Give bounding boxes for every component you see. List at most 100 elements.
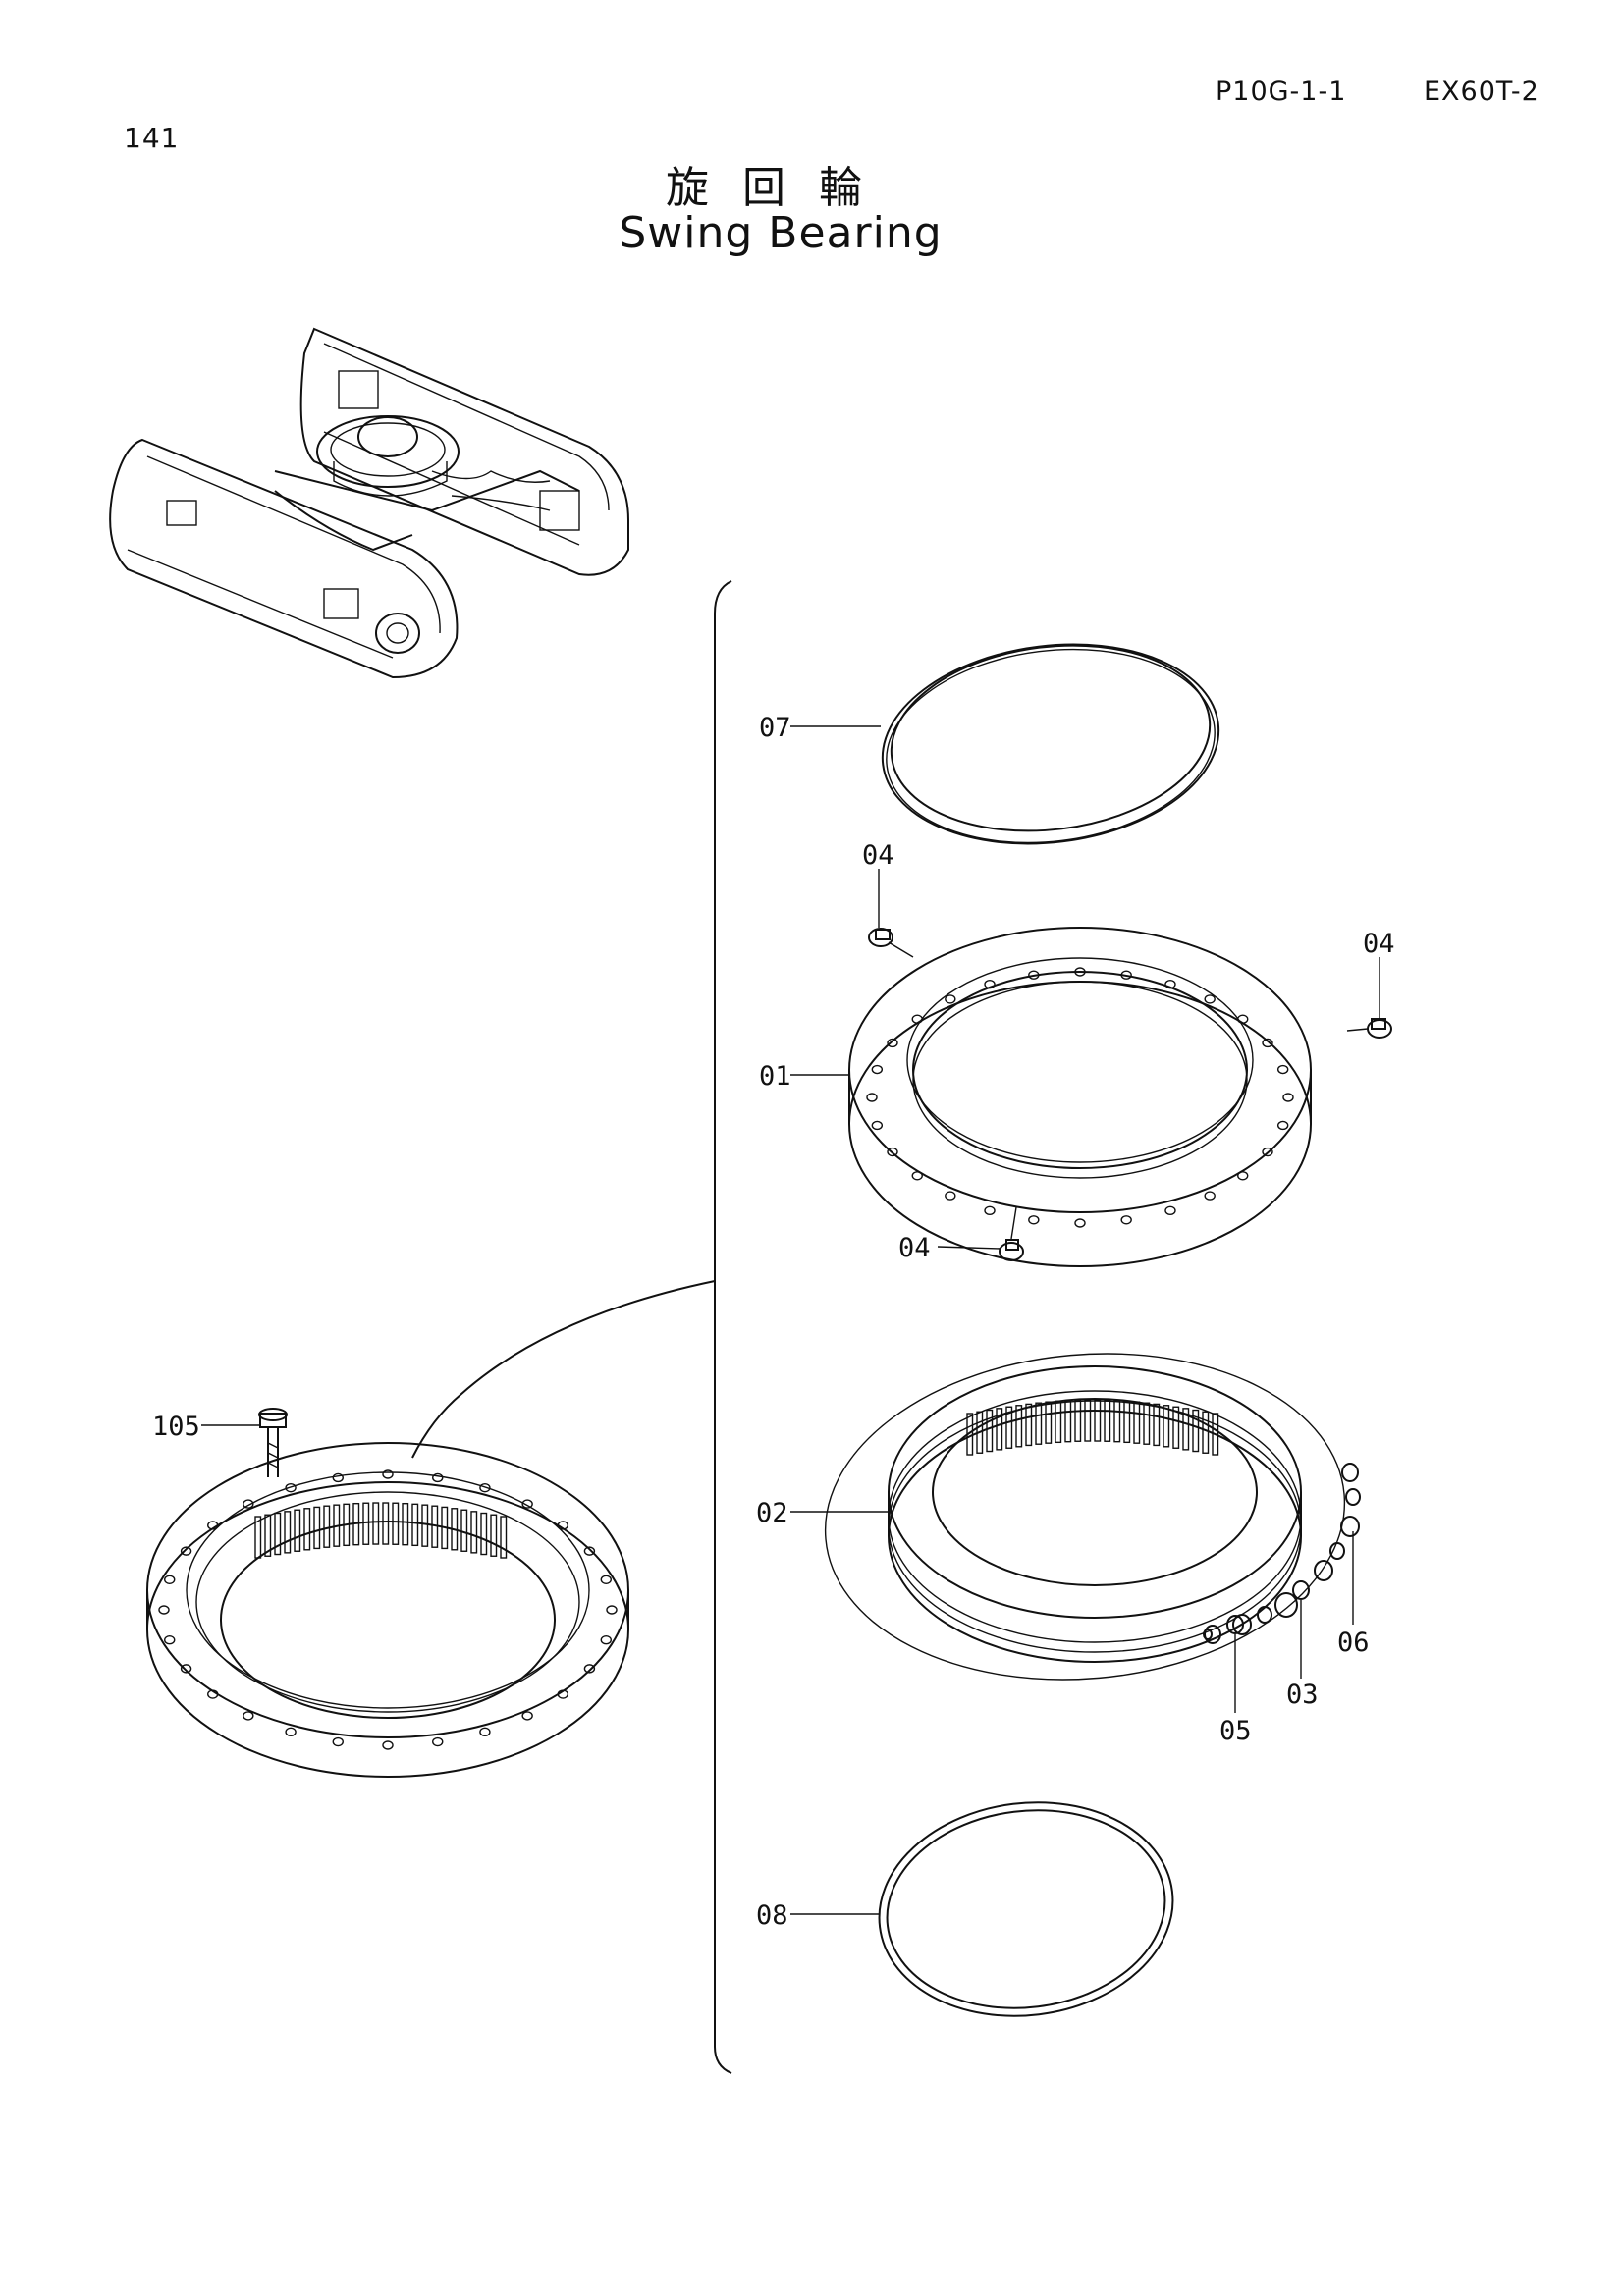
leader-curve xyxy=(411,1280,716,1459)
bolt-hole xyxy=(1276,1120,1289,1131)
gear-tooth xyxy=(966,1413,974,1456)
bolt-hole xyxy=(479,1727,491,1737)
bolt-hole xyxy=(600,1575,612,1584)
gear-tooth xyxy=(274,1512,282,1556)
bolt-hole xyxy=(911,1171,923,1181)
gear-tooth xyxy=(1074,1399,1082,1442)
bolt-hole xyxy=(945,1191,956,1201)
bolt-hole xyxy=(1276,1064,1289,1075)
gear-tooth xyxy=(411,1503,419,1547)
bolt-hole xyxy=(871,1120,884,1131)
gear-tooth xyxy=(372,1502,380,1545)
bolt-hole xyxy=(1204,994,1216,1004)
bolt-hole xyxy=(984,1205,996,1216)
group-bracket xyxy=(714,580,732,2074)
bolt-hole xyxy=(887,1147,898,1157)
bolt-hole xyxy=(871,1064,884,1075)
gear-tooth xyxy=(1045,1401,1053,1444)
gear-tooth xyxy=(1025,1403,1033,1447)
bolt-hole xyxy=(207,1689,219,1699)
undercarriage-illustration xyxy=(109,327,629,679)
gear-tooth xyxy=(1192,1409,1200,1453)
bolt-hole xyxy=(1074,967,1086,977)
leader-lines xyxy=(201,725,1380,1915)
bolt-hole xyxy=(285,1482,297,1493)
callout-01: 01 xyxy=(759,1061,791,1092)
bolt-hole xyxy=(1164,979,1176,989)
bolt-hole xyxy=(432,1472,444,1483)
gear-tooth xyxy=(264,1514,272,1557)
bolt-hole xyxy=(557,1689,568,1699)
bolt-hole xyxy=(1262,1038,1273,1048)
gear-tooth xyxy=(1005,1406,1013,1449)
gear-tooth xyxy=(333,1504,341,1547)
part-07-seal xyxy=(881,643,1220,845)
bolt-hole xyxy=(1237,1014,1249,1024)
gear-tooth xyxy=(1084,1399,1092,1442)
part-02-inner-race xyxy=(824,1353,1346,1681)
bolt-hole xyxy=(911,1014,923,1024)
reference-code: P10G-1-1 xyxy=(1216,77,1347,107)
gear-tooth xyxy=(1055,1400,1062,1444)
bolt-hole xyxy=(1028,970,1040,980)
callout-08: 08 xyxy=(756,1900,788,1931)
bolt-hole xyxy=(1204,1191,1216,1201)
model-code: EX60T-2 xyxy=(1424,77,1540,107)
bolt-hole xyxy=(432,1736,444,1747)
gear-tooth xyxy=(480,1512,488,1556)
bolt-hole xyxy=(479,1482,491,1493)
gear-tooth xyxy=(352,1502,360,1546)
bolt-hole xyxy=(382,1740,394,1750)
gear-tooth xyxy=(1202,1411,1210,1454)
bolt-hole xyxy=(158,1605,170,1615)
part-08-seal xyxy=(878,1801,1174,2017)
bolt-hole xyxy=(945,994,956,1004)
bolt-hole xyxy=(1074,1218,1086,1228)
gear-tooth xyxy=(490,1514,498,1557)
gear-tooth xyxy=(382,1502,390,1545)
bolt-hole xyxy=(521,1711,533,1721)
bolt-hole xyxy=(243,1711,254,1721)
callout-02: 02 xyxy=(756,1498,788,1528)
gear-tooth xyxy=(1153,1403,1161,1447)
part-04-fittings xyxy=(868,928,1392,1261)
bolt-hole xyxy=(285,1727,297,1737)
assembled-bearing-view xyxy=(146,1408,629,1778)
gear-tooth xyxy=(1123,1400,1131,1444)
parts-03-05-06-rolling-elements xyxy=(1203,1463,1361,1644)
bolt-hole xyxy=(1120,1215,1132,1225)
bolt-hole xyxy=(180,1546,192,1556)
bolt-hole xyxy=(332,1736,344,1747)
gear-tooth xyxy=(1035,1402,1043,1445)
title-english: Swing Bearing xyxy=(619,208,943,258)
bolt-hole xyxy=(606,1605,618,1615)
bolt-hole xyxy=(207,1521,219,1530)
callout-05: 05 xyxy=(1219,1716,1252,1746)
bolt-hole xyxy=(180,1664,192,1674)
gear-tooth xyxy=(500,1516,508,1559)
bolt-hole xyxy=(1120,970,1132,980)
bolt-hole xyxy=(243,1499,254,1509)
gear-tooth xyxy=(460,1509,468,1552)
bolt-hole xyxy=(382,1469,394,1479)
page-number: 141 xyxy=(124,122,180,154)
bolt-hole xyxy=(600,1635,612,1645)
gear-tooth xyxy=(1064,1399,1072,1443)
gear-tooth xyxy=(1143,1402,1151,1445)
gear-tooth xyxy=(441,1506,449,1550)
callout-04-bottom: 04 xyxy=(898,1233,931,1263)
callout-06: 06 xyxy=(1337,1628,1370,1658)
gear-tooth xyxy=(421,1504,429,1547)
gear-tooth xyxy=(1015,1405,1023,1448)
title-japanese: 旋回輪 xyxy=(666,163,895,213)
gear-tooth xyxy=(392,1502,400,1545)
bolt-hole xyxy=(887,1038,898,1048)
bolt-hole xyxy=(583,1664,596,1674)
gear-tooth xyxy=(303,1508,311,1551)
callout-03: 03 xyxy=(1286,1680,1319,1710)
bolt-hole xyxy=(583,1546,596,1556)
gear-tooth xyxy=(986,1409,994,1453)
bolt-hole xyxy=(332,1472,344,1483)
gear-tooth xyxy=(996,1408,1003,1451)
